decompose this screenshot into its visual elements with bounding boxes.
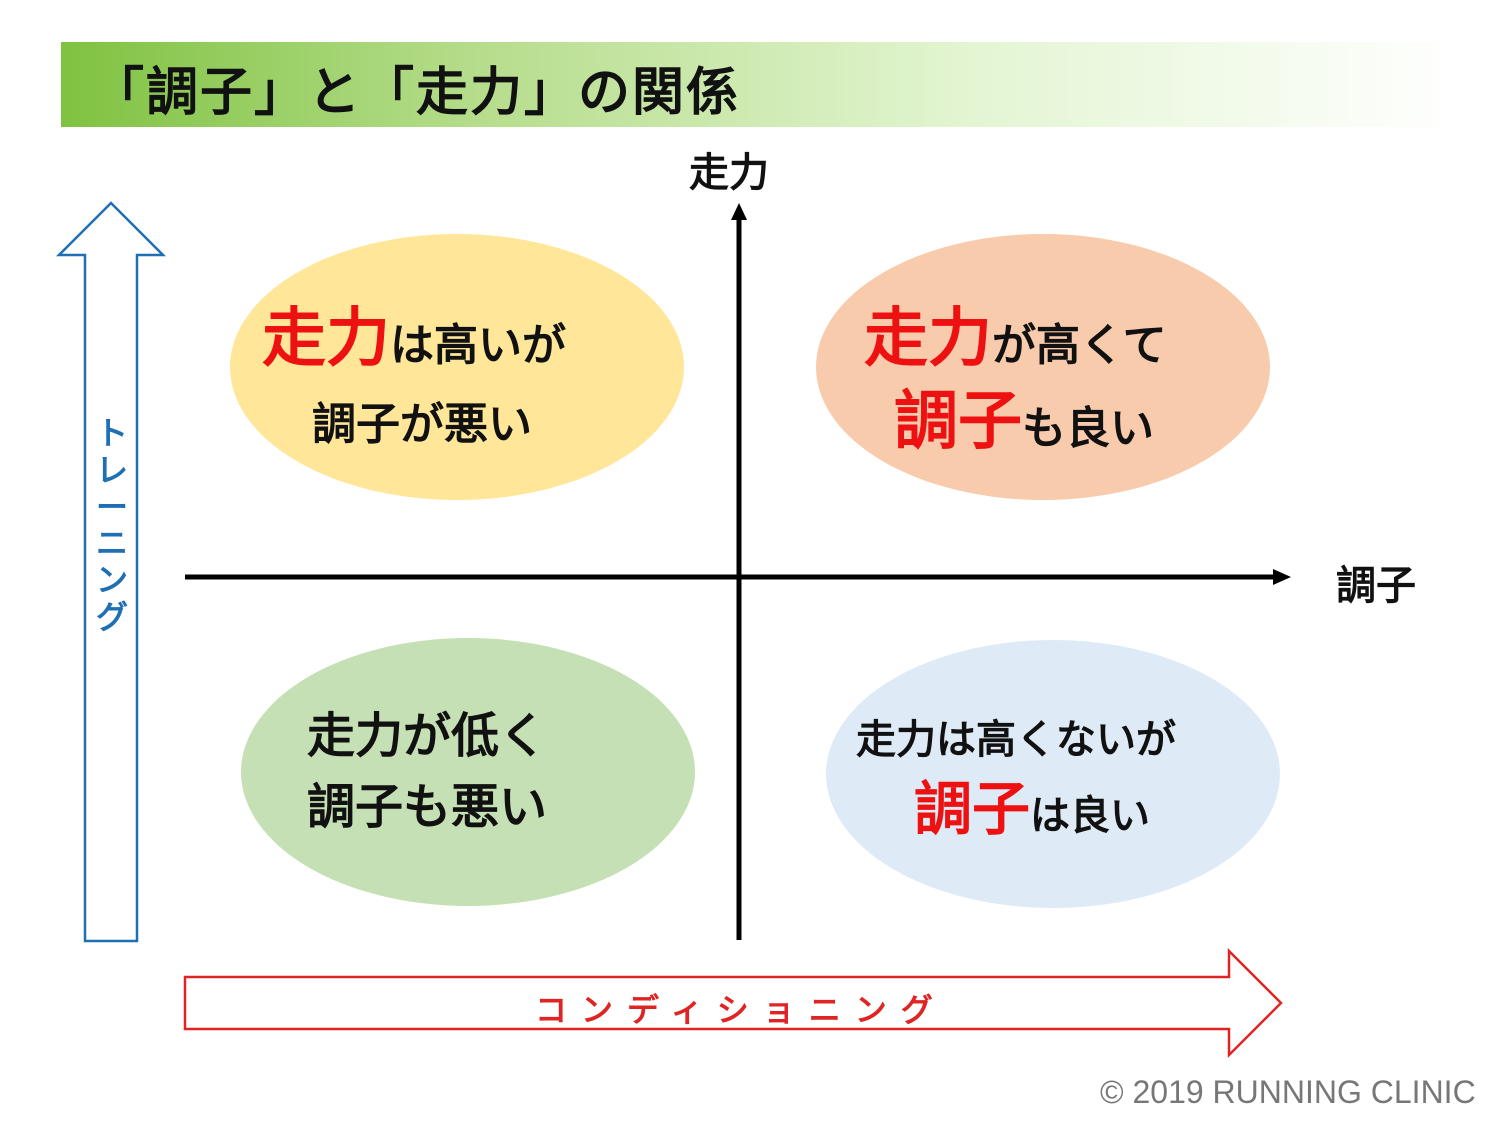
quadrant-top-right-line1: 走力が高くて [864,307,1167,371]
quadrant-bottom-left-line2: 調子も悪い [307,779,548,835]
training-char: ー [95,487,128,526]
conditioning-arrow [183,947,1283,1059]
emphasis-text: 走力 [262,302,390,376]
quadrant-bottom-right-line1: 走力は高くないが [856,717,1176,763]
vertical-axis-label: 走力 [689,150,769,196]
training-char: レ [95,450,128,489]
page-title: 「調子」と「走力」の関係 [92,63,741,123]
quadrant-bottom-left-line1: 走力が低く [307,708,548,764]
quadrant-top-left-line2: 調子が悪い [312,399,532,450]
emphasis-text: 調子 [894,385,1022,459]
emphasis-text: 調子 [914,775,1031,843]
quadrant-top-left-line1: 走力は高いが [262,307,566,371]
copyright-text: © 2019 RUNNING CLINIC [1100,1074,1476,1110]
training-label: ト レ ー ニ ン グ [92,415,132,636]
quadrant-top-right [816,234,1270,500]
training-arrow [55,201,167,943]
training-char: ニ [95,524,128,563]
training-char: グ [95,597,128,636]
quadrant-bottom-right [826,640,1280,908]
horizontal-axis-arrowhead [1273,569,1291,585]
training-char: ン [95,561,128,600]
quadrant-top-left [230,234,684,500]
quadrant-text: も良い [1022,403,1154,454]
quadrant-top-right-line2: 調子も良い [894,390,1154,454]
conditioning-label: コンディショニング [535,991,947,1029]
title-bar [61,42,1460,127]
training-char: ト [95,414,128,452]
quadrant-text: が高くて [992,320,1167,371]
emphasis-text: 走力 [864,302,992,376]
vertical-axis-arrowhead [731,203,747,220]
horizontal-axis-label: 調子 [1336,563,1416,609]
quadrant-bottom-right-line2: 調子は良い [914,780,1150,838]
quadrant-bottom-left [241,638,695,906]
quadrant-text: は良い [1030,793,1151,839]
quadrant-text: は高いが [390,320,566,371]
